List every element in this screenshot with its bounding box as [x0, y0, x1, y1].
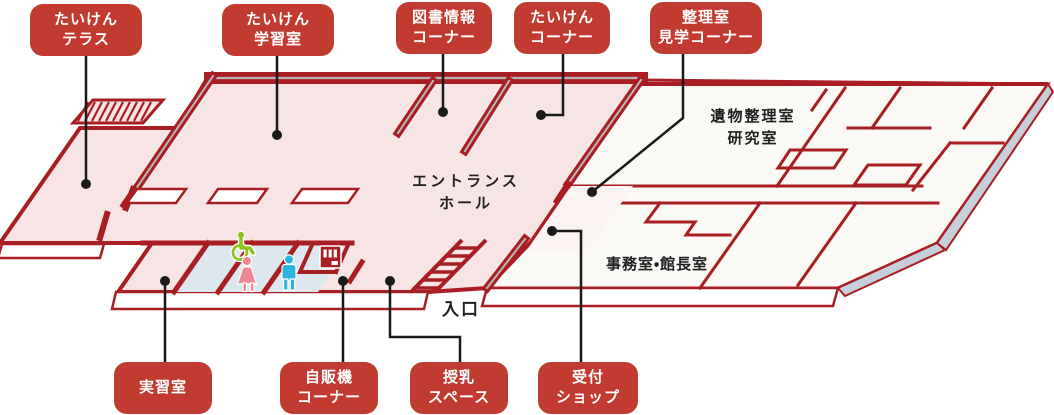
door-jamb-1: [96, 210, 111, 242]
toilet-block: [140, 239, 366, 296]
learning-room-stubs: [124, 187, 361, 205]
badge-text: 学習室: [253, 31, 302, 48]
entrance-hall-label-line1: エントランス: [412, 173, 520, 190]
badge-text: 整理室: [681, 9, 730, 26]
terrace-slab-front: [0, 242, 106, 260]
toilet-wall-mid2: [260, 239, 302, 296]
toilet-wall-left: [170, 239, 212, 296]
label-badge-taiken-corner[interactable]: たいけん コーナー: [514, 2, 610, 54]
badge-text: 図書情報: [411, 9, 476, 26]
badge-text: たいけん: [529, 9, 594, 26]
entrance-stairs: [410, 238, 488, 293]
badge-text: コーナー: [529, 29, 594, 46]
entrance-hall-label-line2: ホール: [439, 195, 493, 212]
badge-text: 実習室: [138, 379, 187, 396]
white-wing-slab-corner: [836, 241, 947, 298]
white-wing-slab-front: [480, 286, 840, 308]
label-badge-seirishitsu-kengaku[interactable]: 整理室 見学コーナー: [650, 2, 762, 54]
label-badge-taiken-terrace[interactable]: たいけん テラス: [30, 4, 142, 56]
badge-text: 授乳: [442, 369, 475, 386]
vending-machine-icon: [319, 245, 342, 269]
badge-text: たいけん: [53, 11, 118, 28]
ibutsu-room-label-line2: 研究室: [727, 129, 778, 147]
badge-text: ショップ: [555, 389, 620, 406]
woman-icon: [236, 255, 258, 293]
badge-text: スペース: [427, 389, 491, 406]
office-room-label: 事務室・館長室: [606, 255, 708, 273]
badge-text: 自販機: [304, 369, 353, 386]
connector-dots: [81, 107, 597, 286]
badge-text: 見学コーナー: [657, 29, 754, 46]
label-badge-uketsuke-shop[interactable]: 受付 ショップ: [538, 362, 638, 414]
connector-lines: [84, 52, 685, 362]
double-walls: [96, 70, 648, 294]
man-icon: [281, 254, 297, 291]
ibutsu-room-label-line1: 遺物整理室: [710, 107, 795, 125]
door-stub: [346, 258, 366, 285]
entrance-label: 入口: [442, 300, 480, 319]
label-badge-jisshushitsu[interactable]: 実習室: [114, 362, 212, 414]
label-badge-junyu-space[interactable]: 授乳 スペース: [410, 362, 508, 414]
badge-text: 受付: [571, 369, 604, 386]
label-badge-jihanki-corner[interactable]: 自販機 コーナー: [280, 362, 378, 414]
label-badge-taiken-gakushushitsu[interactable]: たいけん 学習室: [222, 4, 334, 56]
badge-text: コーナー: [296, 389, 361, 406]
main-slab-front: [110, 290, 430, 311]
label-badge-tosho-joho-corner[interactable]: 図書情報 コーナー: [396, 2, 492, 54]
white-wing: [480, 78, 1054, 308]
terrace-ramp-hatch: [69, 98, 167, 125]
wall-corner-stub: [552, 179, 573, 206]
badge-text: たいけん: [245, 11, 310, 28]
badge-text: コーナー: [411, 29, 476, 46]
badge-text: テラス: [62, 31, 110, 48]
wheelchair-icon: [230, 230, 257, 263]
white-wing-partitions: [566, 85, 1005, 291]
